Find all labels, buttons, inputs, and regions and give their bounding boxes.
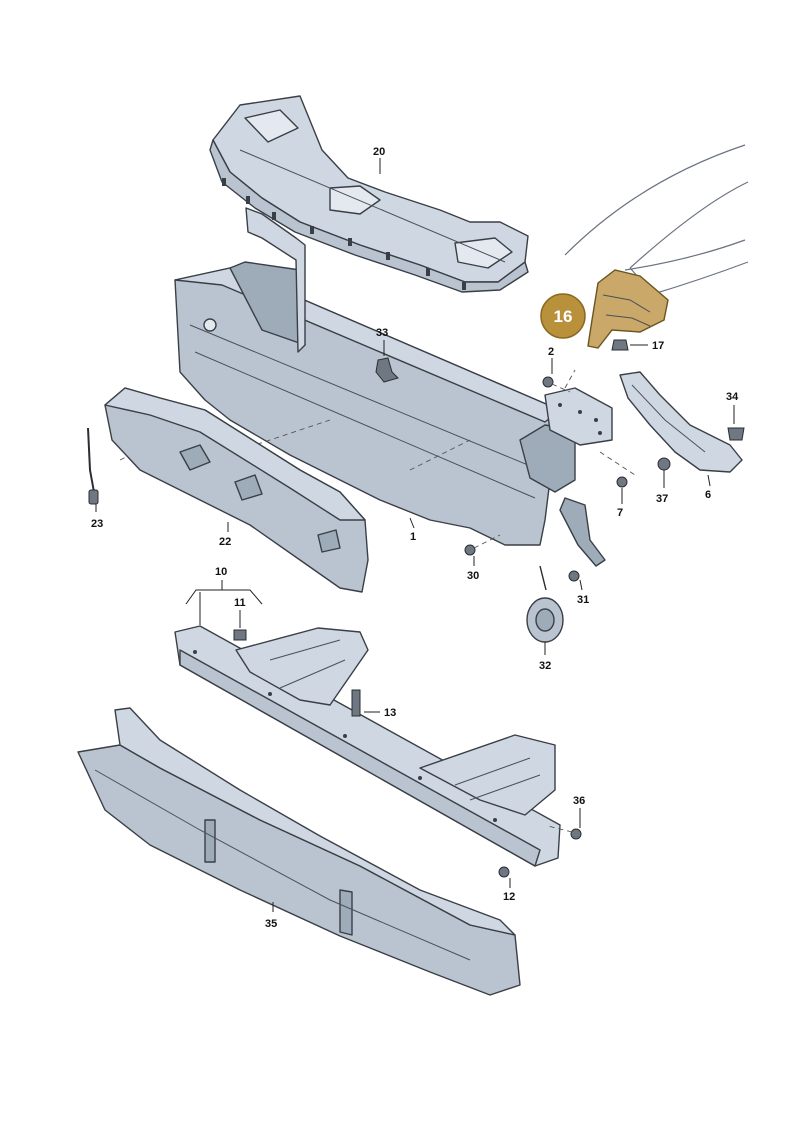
callout-11: 11 [234, 597, 246, 609]
part-30-screw[interactable]: 30 [464, 534, 501, 582]
callout-31: 31 [577, 594, 589, 606]
part-20-cover-panel[interactable] [209, 95, 529, 293]
part-6-side-bracket[interactable]: 6 [619, 371, 743, 501]
callout-7: 7 [617, 507, 623, 519]
part-31-screw[interactable]: 31 [559, 497, 606, 606]
part-12-screw[interactable]: 12 [498, 866, 515, 903]
callout-2: 2 [548, 346, 554, 358]
callout-33: 33 [376, 327, 388, 339]
part-37-screw[interactable]: 37 [656, 457, 671, 505]
callout-16: 16 [554, 307, 573, 326]
part-20-callout: 20 [373, 146, 385, 174]
callout-36: 36 [573, 795, 585, 807]
callout-34: 34 [726, 391, 739, 403]
part-11-nut[interactable]: 11 [233, 597, 247, 641]
part-16-bracket-highlighted[interactable]: 16 [540, 269, 669, 349]
part-22-impact-absorber[interactable]: 22 [104, 387, 369, 593]
part-17-clip[interactable]: 17 [611, 339, 664, 352]
callout-6: 6 [705, 489, 711, 501]
callout-35: 35 [265, 918, 277, 930]
part-13-bolt[interactable]: 13 [351, 689, 396, 719]
callout-22: 22 [219, 536, 231, 548]
callout-13: 13 [384, 707, 396, 719]
callout-20: 20 [373, 146, 385, 158]
part-7-screw[interactable]: 7 [616, 476, 628, 519]
callout-30: 30 [467, 570, 479, 582]
callout-32: 32 [539, 660, 551, 672]
part-1-bumper-beam[interactable]: 1 [174, 207, 613, 546]
callout-12: 12 [503, 891, 515, 903]
highlight-badge [540, 293, 586, 339]
part-36-screw[interactable]: 36 [547, 795, 585, 840]
callout-23: 23 [91, 518, 103, 530]
part-10-lower-crossmember[interactable] [174, 625, 561, 867]
callout-17: 17 [652, 340, 664, 352]
part-23-sensor-wire[interactable]: 23 [87, 427, 103, 530]
callout-37: 37 [656, 493, 668, 505]
part-2-screw[interactable]: 2 [542, 346, 571, 393]
fender-outline [564, 144, 749, 296]
callout-10: 10 [215, 566, 227, 578]
callout-1: 1 [410, 531, 416, 543]
part-33-clip[interactable]: 33 [375, 327, 399, 383]
part-10-callout: 10 [185, 566, 263, 625]
part-35-air-duct[interactable]: 35 [77, 707, 521, 996]
part-34-clip[interactable]: 34 [726, 391, 745, 441]
part-32-horn[interactable]: 32 [526, 565, 564, 672]
